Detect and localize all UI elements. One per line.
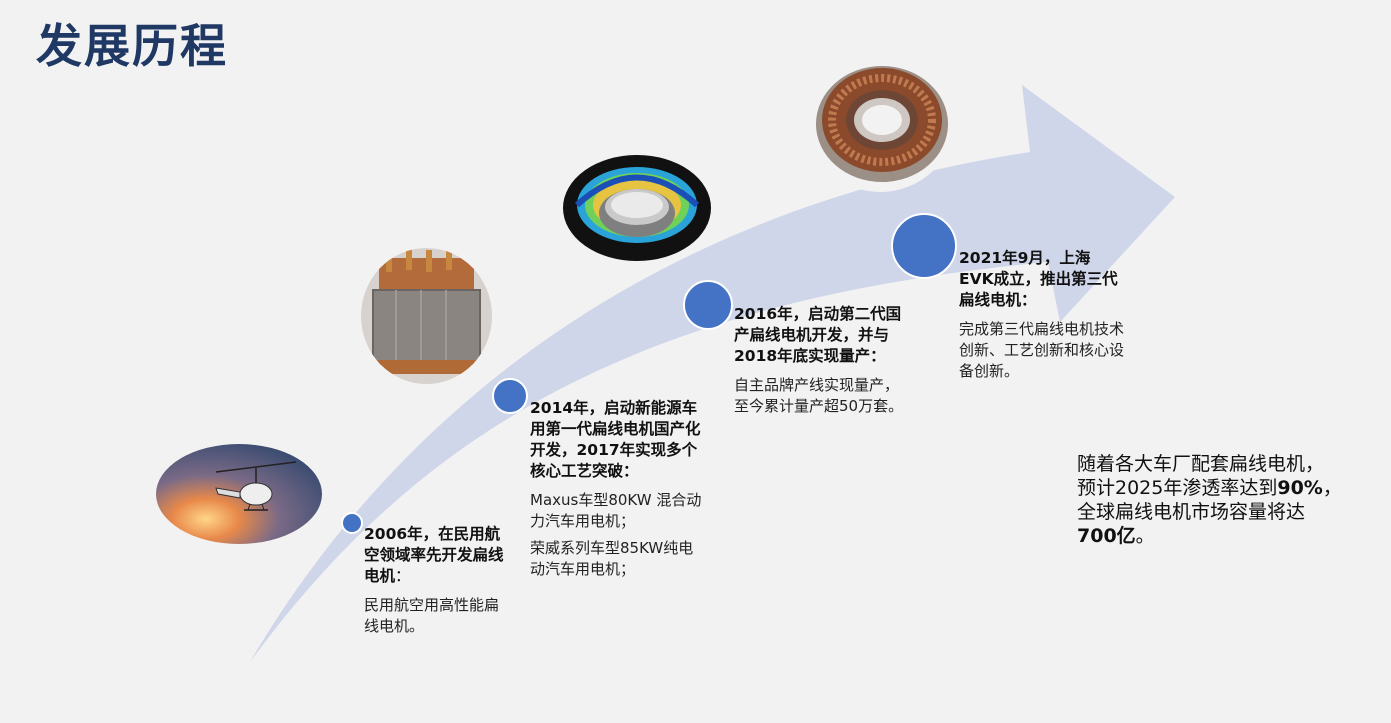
entry-heading-colon: ： (395, 567, 411, 585)
summary-line-4-tail: 。 (1135, 525, 1155, 547)
hairpin-winding-photo (806, 52, 954, 192)
timeline-entry-2016: 2016年，启动第二代国产扁线电机开发，并与2018年底实现量产： 自主品牌产线… (734, 304, 906, 417)
entry-heading: 2006年，在民用航空领域率先开发扁线电机 (364, 525, 504, 585)
helicopter-photo (156, 444, 322, 544)
summary-line-1: 随着各大车厂配套扁线电机， (1077, 453, 1325, 475)
timeline-dot-2016 (683, 280, 733, 330)
timeline-entry-2014: 2014年，启动新能源车用第一代扁线电机国产化开发，2017年实现多个核心工艺突… (530, 398, 702, 580)
entry-heading-colon: ： (870, 347, 886, 365)
entry-heading: 2021年9月，上海EVK成立，推出第三代扁线电机 (959, 249, 1118, 309)
motor-stator-photo (361, 248, 492, 384)
summary-line-2-tail: ， (1322, 477, 1342, 499)
market-summary: 随着各大车厂配套扁线电机， 预计2025年渗透率达到90%， 全球扁线电机市场容… (1077, 452, 1357, 548)
page-title: 发展历程 (36, 19, 228, 73)
entry-description: 民用航空用高性能扁线电机。 (364, 596, 500, 635)
entry-description: 完成第三代扁线电机技术创新、工艺创新和核心设备创新。 (959, 320, 1125, 380)
entry-description-2: 荣威系列车型85KW纯电动汽车用电机； (530, 539, 694, 578)
summary-line-2: 预计2025年渗透率达到90%， (1077, 476, 1357, 500)
timeline-entry-2021: 2021年9月，上海EVK成立，推出第三代扁线电机： 完成第三代扁线电机技术创新… (959, 248, 1124, 382)
market-size: 700亿 (1077, 525, 1136, 547)
summary-line-4: 700亿。 (1077, 524, 1357, 548)
timeline-dot-2014 (492, 378, 528, 414)
entry-heading-colon: ： (623, 462, 639, 480)
stator-simulation-photo (563, 155, 711, 261)
summary-line-2-text: 预计2025年渗透率达到 (1077, 477, 1278, 499)
timeline-entry-2006: 2006年，在民用航空领域率先开发扁线电机： 民用航空用高性能扁线电机。 (364, 524, 512, 637)
entry-heading: 2016年，启动第二代国产扁线电机开发，并与2018年底实现量产 (734, 305, 902, 365)
entry-description-1: Maxus车型80KW 混合动力汽车用电机； (530, 491, 702, 530)
timeline-dot-2006 (341, 512, 363, 534)
timeline-dot-2021 (891, 213, 957, 279)
entry-heading-colon: ： (1021, 291, 1037, 309)
entry-description: 自主品牌产线实现量产，至今累计量产超50万套。 (734, 376, 904, 415)
entry-heading: 2014年，启动新能源车用第一代扁线电机国产化开发，2017年实现多个核心工艺突… (530, 399, 701, 480)
summary-line-3: 全球扁线电机市场容量将达 (1077, 501, 1306, 523)
penetration-rate: 90% (1277, 477, 1323, 499)
